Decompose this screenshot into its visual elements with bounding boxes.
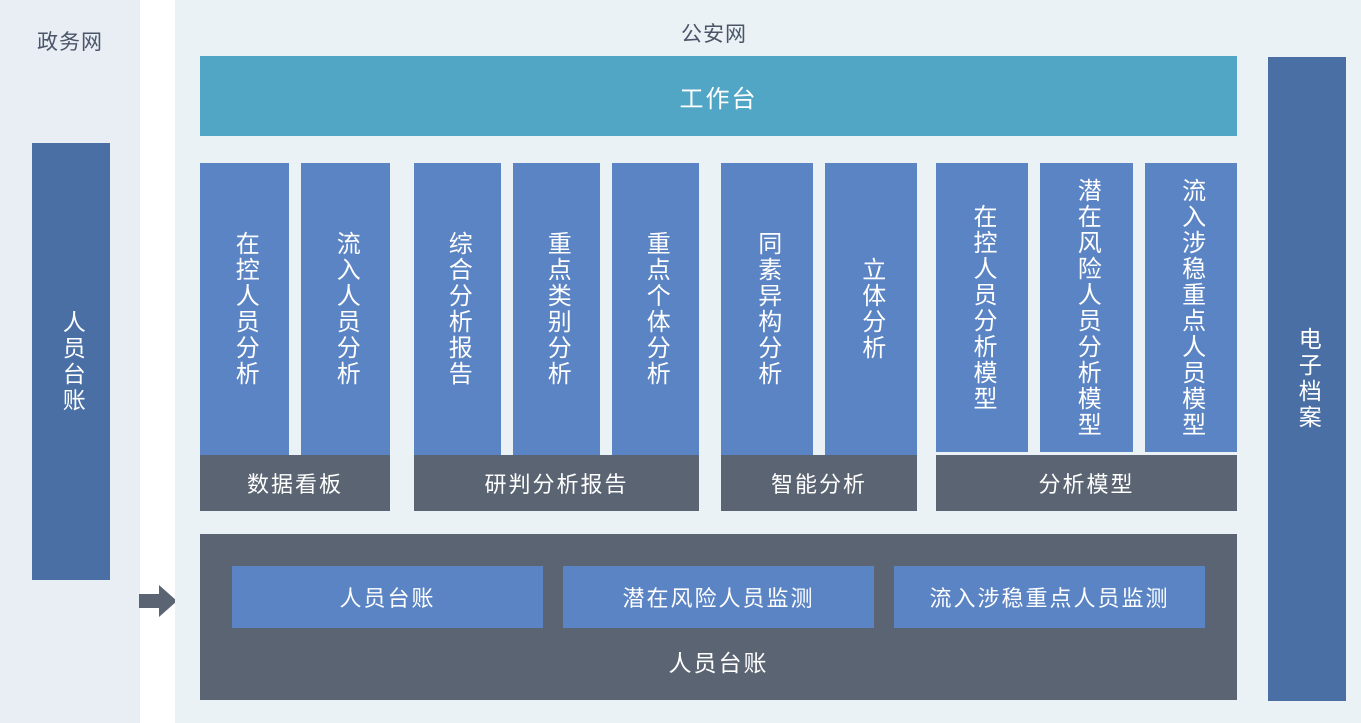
group-analysis-model: 在控人员分析模型 潜在风险人员分析模型 流入涉稳重点人员模型 分析模型 [936, 163, 1237, 511]
ledger-item[interactable]: 人员台账 [232, 566, 543, 628]
card-label: 重点类别分析 [543, 231, 572, 387]
card-item[interactable]: 重点个体分析 [612, 163, 699, 455]
ledger-item[interactable]: 潜在风险人员监测 [563, 566, 874, 628]
group-footer[interactable]: 分析模型 [936, 455, 1237, 511]
ledger-item-label: 人员台账 [339, 587, 436, 612]
arrow-right-icon [137, 580, 179, 622]
card-item[interactable]: 综合分析报告 [414, 163, 501, 455]
public-security-network-title: 公安网 [681, 22, 747, 46]
ledger-caption: 人员台账 [668, 651, 769, 677]
electronic-archive-panel: 电子档案 [1253, 0, 1361, 723]
card-label: 综合分析报告 [444, 231, 473, 387]
ledger-item[interactable]: 流入涉稳重点人员监测 [894, 566, 1205, 628]
group-footer-label: 数据看板 [246, 473, 343, 498]
card-label: 同素异构分析 [753, 231, 782, 387]
group-cards: 在控人员分析 流入人员分析 [200, 163, 390, 455]
card-item[interactable]: 在控人员分析 [200, 163, 289, 455]
card-item[interactable]: 立体分析 [825, 163, 917, 455]
group-footer-label: 分析模型 [1038, 473, 1135, 498]
group-intelligent-analysis: 同素异构分析 立体分析 智能分析 [721, 163, 917, 511]
card-item[interactable]: 流入人员分析 [301, 163, 390, 455]
group-footer[interactable]: 研判分析报告 [414, 455, 699, 511]
card-item[interactable]: 流入涉稳重点人员模型 [1144, 163, 1237, 452]
group-footer-label: 智能分析 [770, 473, 867, 498]
group-footer[interactable]: 数据看板 [200, 455, 390, 511]
personnel-ledger-source-label: 人员台账 [58, 309, 85, 414]
personnel-ledger-source-bar[interactable]: 人员台账 [32, 143, 110, 580]
card-label: 流入人员分析 [332, 231, 361, 387]
card-item[interactable]: 在控人员分析模型 [936, 163, 1029, 452]
public-security-network-panel: 公安网 工作台 在控人员分析 流入人员分析 数据看板 [175, 0, 1253, 723]
function-groups: 在控人员分析 流入人员分析 数据看板 综合分析报告 重点类别 [200, 163, 1237, 511]
card-label: 在控人员分析 [231, 231, 260, 387]
workbench-bar[interactable]: 工作台 [200, 56, 1237, 136]
card-label: 流入涉稳重点人员模型 [1177, 177, 1206, 438]
electronic-archive-label: 电子档案 [1294, 327, 1321, 431]
card-item[interactable]: 潜在风险人员分析模型 [1040, 163, 1133, 452]
card-label: 重点个体分析 [642, 231, 671, 387]
ledger-item-label: 流入涉稳重点人员监测 [929, 587, 1170, 612]
group-footer-label: 研判分析报告 [484, 473, 629, 498]
card-item[interactable]: 同素异构分析 [721, 163, 813, 455]
group-footer[interactable]: 智能分析 [721, 455, 917, 511]
group-cards: 同素异构分析 立体分析 [721, 163, 917, 455]
card-label: 立体分析 [857, 257, 886, 361]
group-data-dashboard: 在控人员分析 流入人员分析 数据看板 [200, 163, 390, 511]
card-label: 潜在风险人员分析模型 [1073, 177, 1102, 438]
ledger-items-row: 人员台账 潜在风险人员监测 流入涉稳重点人员监测 [232, 566, 1205, 628]
card-item[interactable]: 重点类别分析 [513, 163, 600, 455]
group-cards: 在控人员分析模型 潜在风险人员分析模型 流入涉稳重点人员模型 [936, 163, 1237, 452]
group-cards: 综合分析报告 重点类别分析 重点个体分析 [414, 163, 699, 455]
card-label: 在控人员分析模型 [968, 203, 997, 412]
government-network-title: 政务网 [37, 30, 103, 54]
ledger-item-label: 潜在风险人员监测 [622, 587, 815, 612]
electronic-archive-bar[interactable]: 电子档案 [1268, 57, 1346, 701]
workbench-label: 工作台 [679, 84, 758, 113]
group-analysis-report: 综合分析报告 重点类别分析 重点个体分析 研判分析报告 [414, 163, 699, 511]
personnel-ledger-block: 人员台账 潜在风险人员监测 流入涉稳重点人员监测 人员台账 [200, 534, 1237, 700]
government-network-panel: 政务网 人员台账 [0, 0, 140, 723]
